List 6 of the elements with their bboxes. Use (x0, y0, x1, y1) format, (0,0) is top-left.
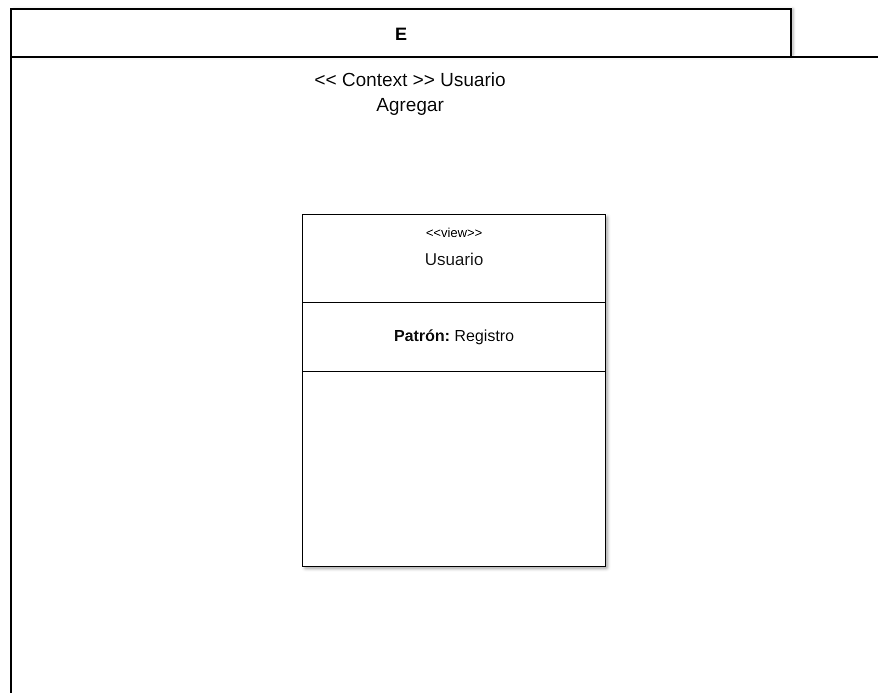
frame-title: E (394, 24, 407, 44)
stereotype-label: <<view>> (426, 225, 482, 240)
class-box (302, 214, 606, 567)
attribute-text: Patrón: Registro (394, 328, 514, 346)
context-label: << Context >> Usuario Agregar (313, 69, 507, 118)
class-name: Usuario (424, 250, 484, 270)
